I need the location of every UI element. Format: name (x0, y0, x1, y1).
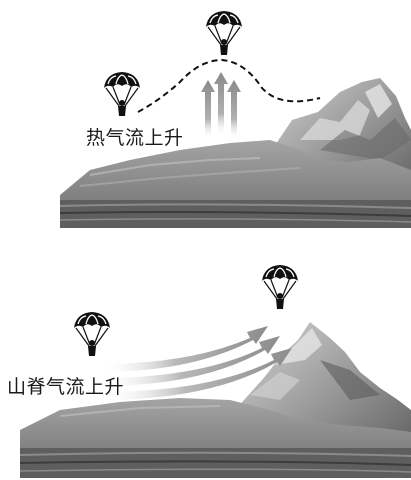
thermal-strata (60, 200, 411, 228)
updraft-arrow-icon (201, 72, 241, 140)
ridge-lift-arrow-icon (100, 326, 292, 400)
paraglider-icon (205, 10, 243, 56)
thermal-panel (59, 10, 411, 228)
paraglider-icon (73, 311, 111, 357)
flight-path (137, 58, 321, 113)
ridge-panel (19, 264, 411, 478)
ridge-lift-label: 山脊气流上升 (7, 376, 125, 398)
thermal-updraft-label: 热气流上升 (86, 127, 184, 149)
paraglider-icon (103, 71, 141, 117)
paraglider-icon (261, 264, 299, 310)
